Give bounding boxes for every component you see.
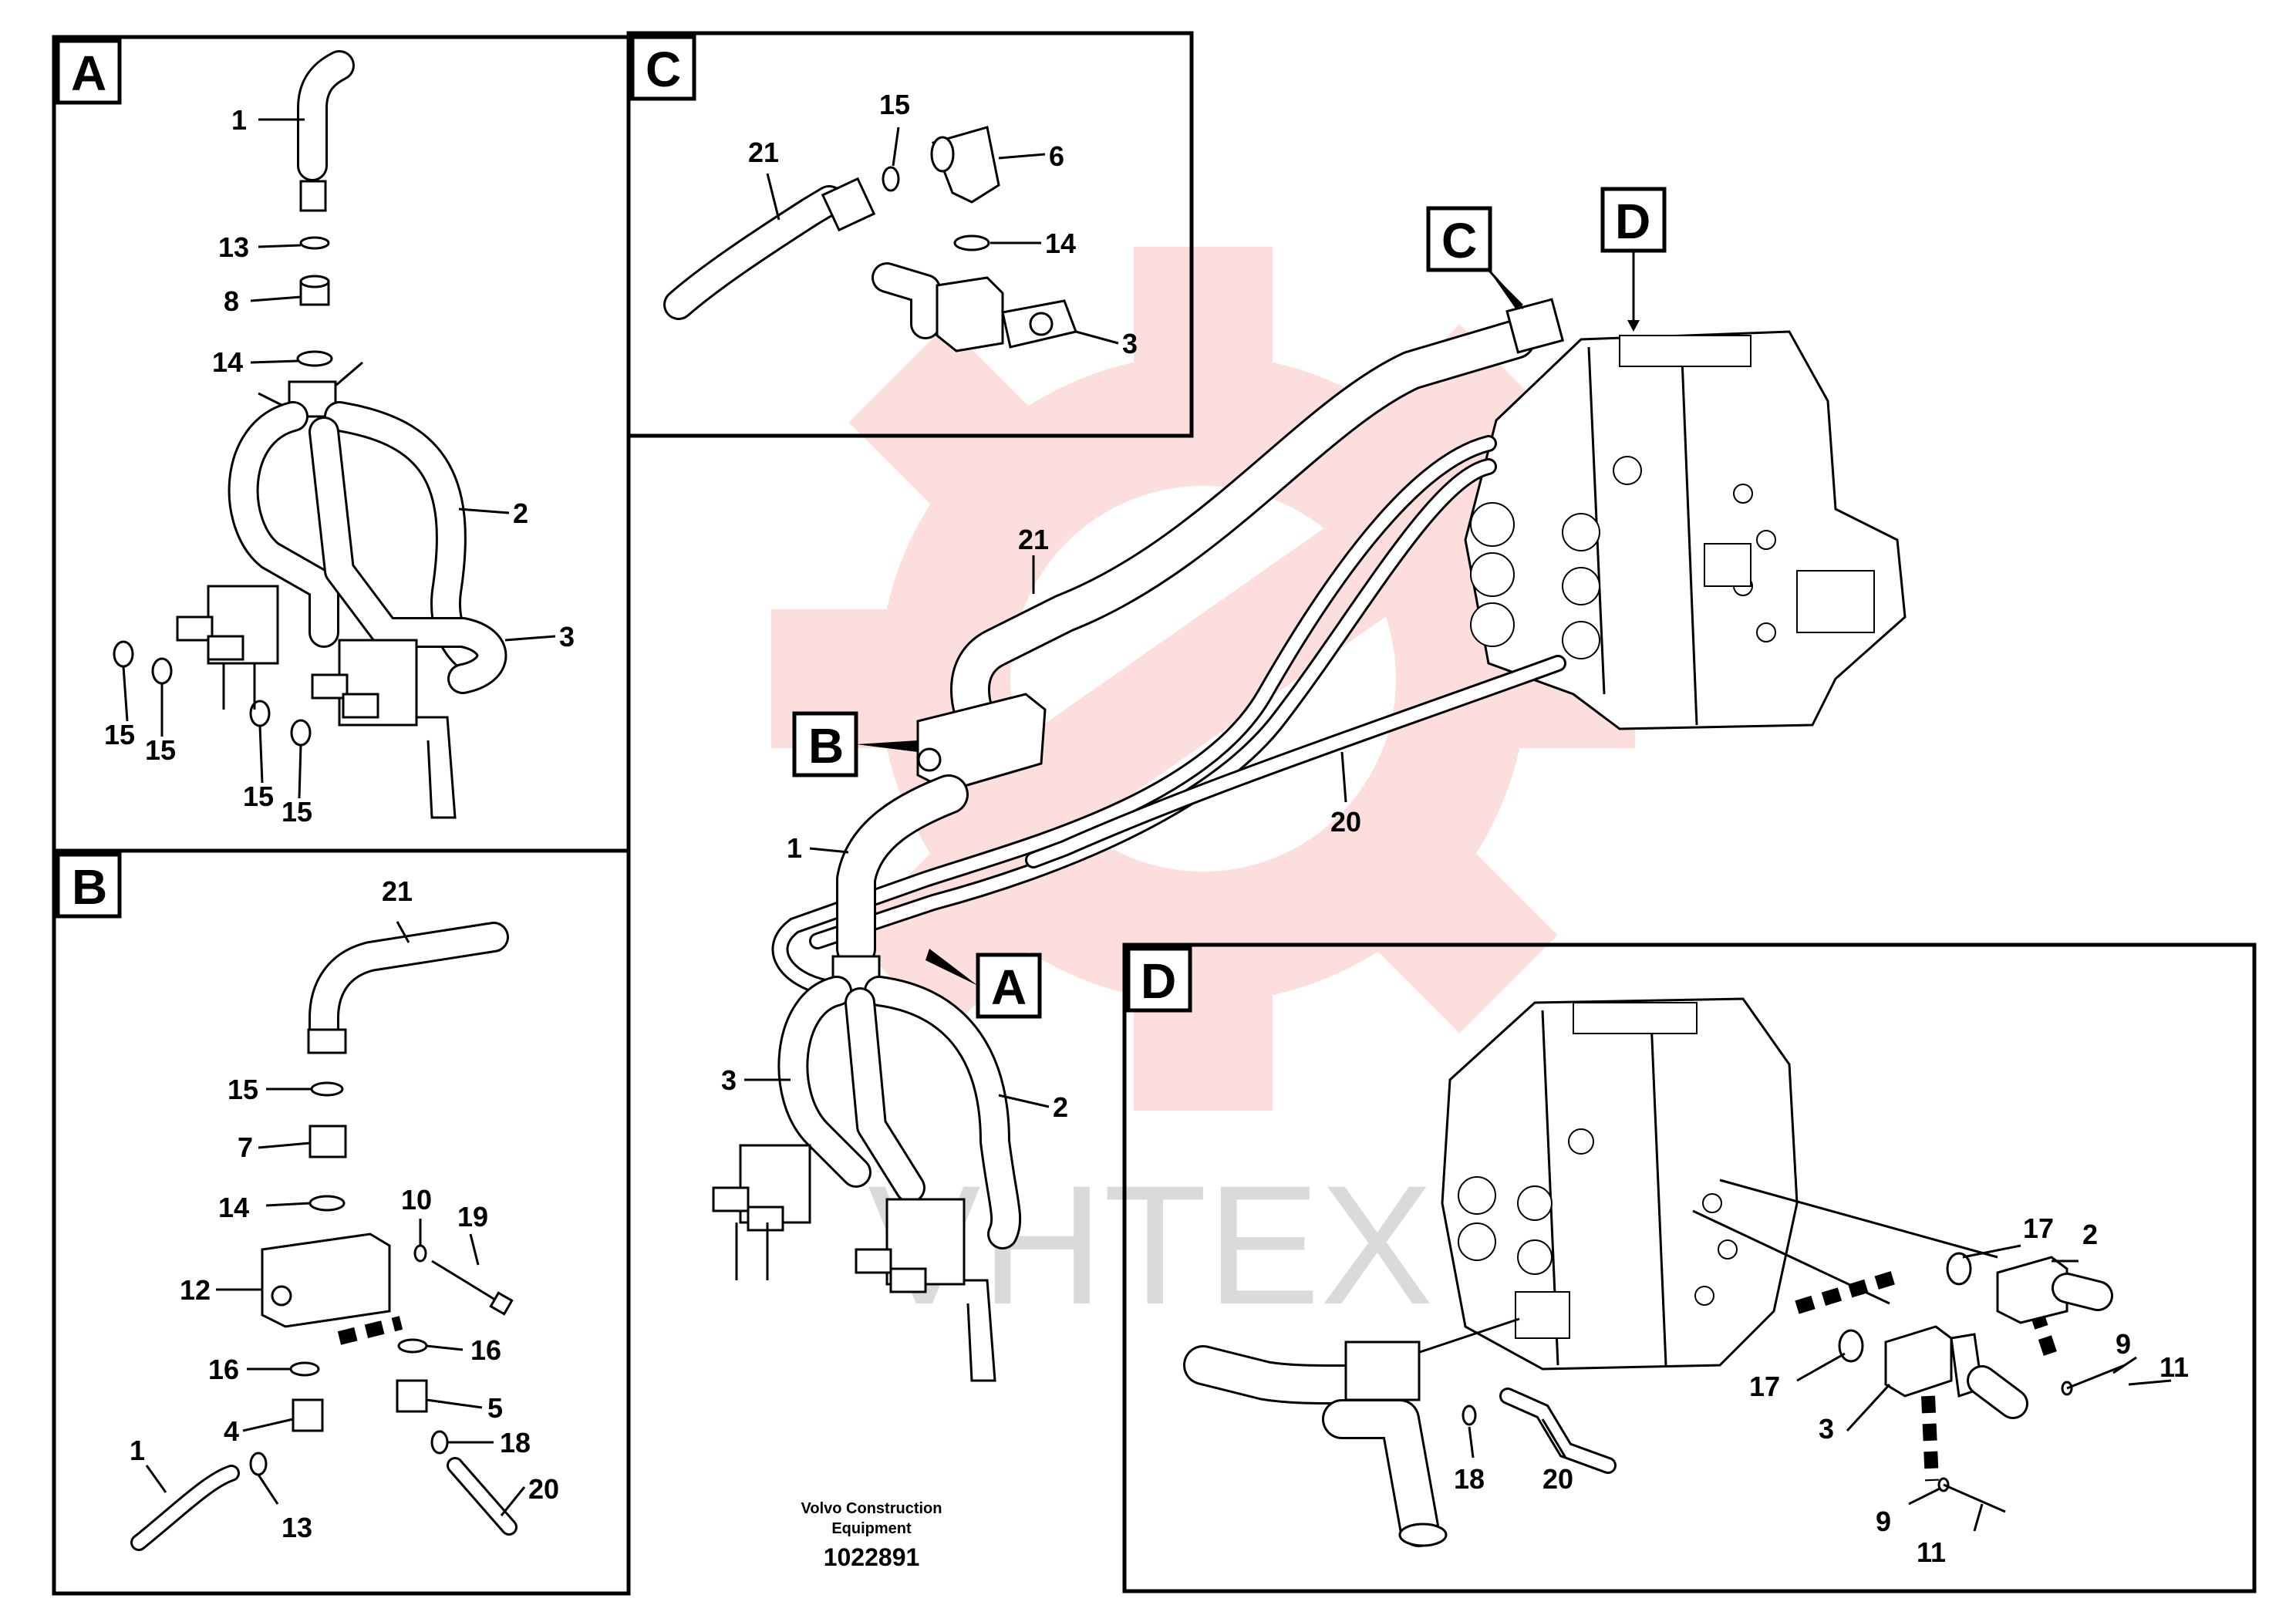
callout-b-1: 1 xyxy=(130,1435,145,1466)
panel-c-frame xyxy=(626,31,1194,438)
callout-c-6: 6 xyxy=(1049,140,1064,172)
svg-text:C: C xyxy=(646,42,681,97)
callout-a-14: 14 xyxy=(212,346,243,378)
tag-d: D xyxy=(1600,187,1667,332)
svg-text:D: D xyxy=(1141,953,1176,1009)
panel-d-drawing: 17 2 17 3 9 11 18 20 9 11 xyxy=(1183,997,2189,1568)
callout-main-20: 20 xyxy=(1330,806,1361,838)
tag-b: B xyxy=(792,711,918,777)
callout-a-15b: 15 xyxy=(145,734,176,766)
callout-a-3: 3 xyxy=(559,621,575,653)
callout-b-16a: 16 xyxy=(470,1334,501,1366)
svg-text:B: B xyxy=(72,859,107,915)
tag-a: A xyxy=(925,949,1042,1019)
company-line-1: Volvo Construction xyxy=(801,1500,942,1517)
svg-text:B: B xyxy=(808,718,844,774)
callout-d-9b: 9 xyxy=(1876,1506,1891,1537)
main-assembly: 21 20 1 3 2 C D B A xyxy=(712,187,1907,1382)
callout-d-2: 2 xyxy=(2082,1219,2098,1250)
svg-text:A: A xyxy=(991,959,1027,1015)
callout-a-15a: 15 xyxy=(104,719,135,750)
callout-c-14: 14 xyxy=(1045,228,1076,259)
callout-d-11b: 11 xyxy=(1917,1536,1946,1568)
callout-b-10: 10 xyxy=(401,1184,432,1216)
callout-a-1: 1 xyxy=(231,104,247,136)
callout-d-20: 20 xyxy=(1542,1463,1573,1495)
callout-a-8: 8 xyxy=(224,285,239,317)
svg-text:D: D xyxy=(1615,194,1650,249)
callout-d-18: 18 xyxy=(1454,1463,1485,1495)
valve-ports xyxy=(1470,456,1875,659)
panel-b-label: B xyxy=(56,852,122,919)
callout-d-17b: 17 xyxy=(1749,1371,1780,1402)
svg-text:A: A xyxy=(71,46,106,101)
callout-main-2: 2 xyxy=(1053,1091,1068,1123)
svg-text:C: C xyxy=(1441,213,1477,268)
callout-b-19: 19 xyxy=(457,1201,488,1233)
callout-b-5: 5 xyxy=(487,1392,503,1424)
callout-a-13: 13 xyxy=(218,231,249,263)
panel-b-frame xyxy=(52,848,631,1596)
panel-b-drawing: 21 15 7 14 10 19 12 16 16 4 5 18 1 13 20 xyxy=(130,875,559,1551)
callout-d-17a: 17 xyxy=(2023,1212,2054,1244)
callout-c-15: 15 xyxy=(879,89,910,120)
panel-d-label: D xyxy=(1126,946,1192,1013)
callout-b-13: 13 xyxy=(282,1512,312,1543)
callout-d-11a: 11 xyxy=(2159,1351,2189,1383)
panel-c-label: C xyxy=(630,35,696,101)
tag-c: C xyxy=(1426,206,1525,310)
callout-c-3: 3 xyxy=(1122,328,1138,359)
callout-b-20: 20 xyxy=(528,1473,559,1505)
footer: Volvo Construction Equipment 1022891 xyxy=(801,1500,942,1571)
panel-a-frame xyxy=(52,35,631,853)
callout-a-15c: 15 xyxy=(243,781,274,812)
callout-main-21: 21 xyxy=(1018,524,1049,555)
callout-b-4: 4 xyxy=(224,1415,239,1447)
callout-a-2: 2 xyxy=(513,497,528,529)
callout-b-14: 14 xyxy=(218,1192,249,1223)
panel-a-label: A xyxy=(56,39,122,105)
callout-b-15: 15 xyxy=(228,1074,258,1105)
company-line-2: Equipment xyxy=(831,1520,912,1537)
panel-a-drawing: 1 13 8 14 2 3 15 15 15 15 xyxy=(104,50,575,828)
callout-main-1: 1 xyxy=(787,832,802,864)
panel-d-frame xyxy=(1122,943,2257,1593)
callout-b-18: 18 xyxy=(500,1427,531,1458)
panel-c-drawing: 15 21 6 14 3 xyxy=(663,89,1138,359)
callout-b-21: 21 xyxy=(382,875,413,907)
callout-main-3: 3 xyxy=(721,1064,737,1096)
callout-c-21: 21 xyxy=(748,137,779,168)
drawing-number: 1022891 xyxy=(824,1543,920,1571)
callout-a-15d: 15 xyxy=(282,796,312,828)
callout-d-9a: 9 xyxy=(2116,1328,2131,1360)
callout-b-7: 7 xyxy=(238,1131,253,1163)
callout-b-12: 12 xyxy=(180,1274,211,1306)
callout-b-16b: 16 xyxy=(208,1354,239,1385)
callout-d-3: 3 xyxy=(1819,1413,1834,1445)
